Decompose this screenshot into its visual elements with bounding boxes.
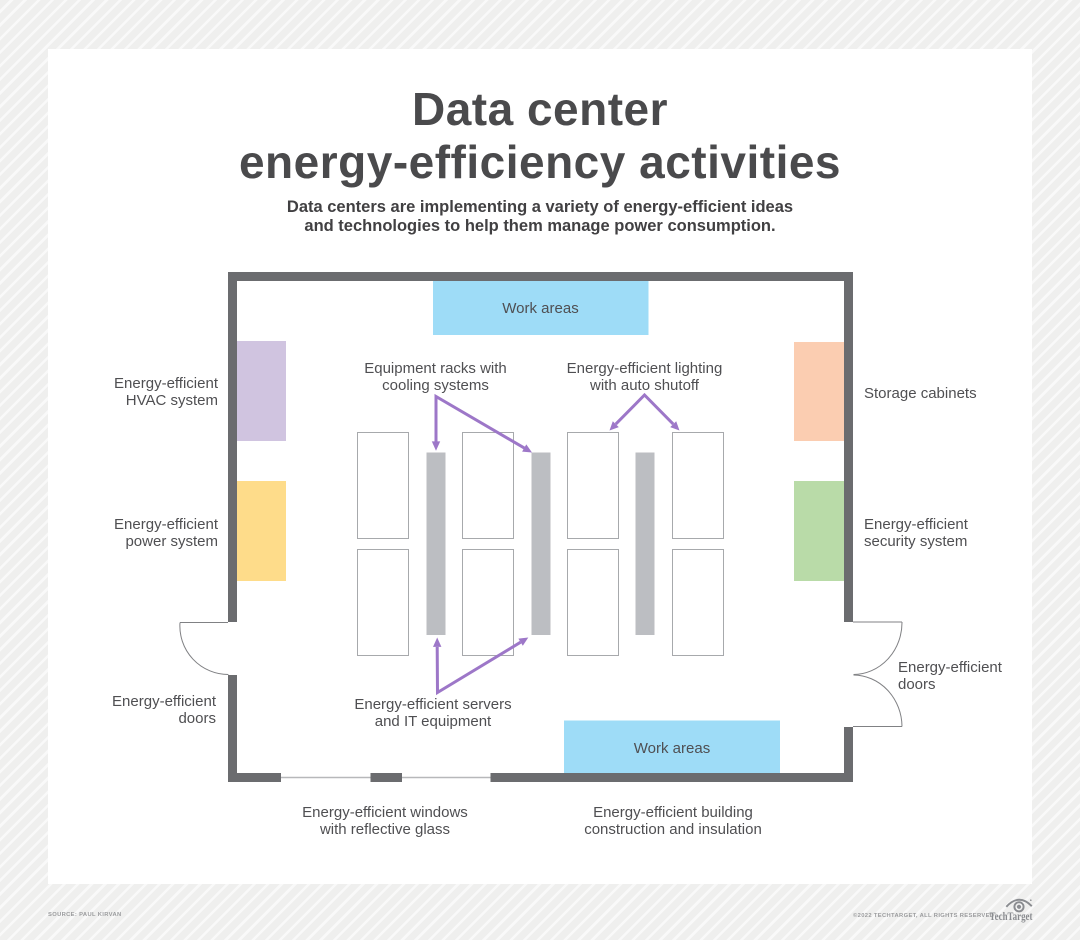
svg-text:TechTarget: TechTarget <box>990 911 1033 923</box>
